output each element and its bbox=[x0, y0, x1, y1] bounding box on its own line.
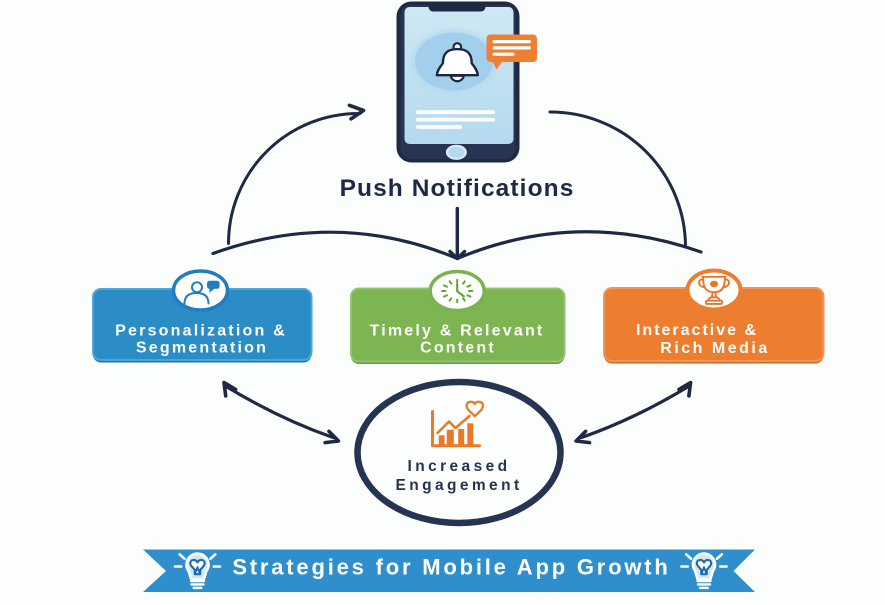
svg-text:Rich Media: Rich Media bbox=[660, 340, 769, 357]
svg-text:Strategies for Mobile App Grow: Strategies for Mobile App Growth bbox=[232, 555, 670, 580]
svg-text:Segmentation: Segmentation bbox=[136, 340, 268, 357]
svg-text:Content: Content bbox=[420, 340, 496, 357]
svg-text:Interactive &: Interactive & bbox=[636, 322, 758, 339]
svg-text:Push Notifications: Push Notifications bbox=[340, 175, 575, 202]
svg-text:Timely & Relevant: Timely & Relevant bbox=[370, 323, 545, 340]
svg-text:Increased: Increased bbox=[408, 458, 511, 475]
svg-text:Personalization &: Personalization & bbox=[115, 323, 287, 340]
svg-text:Engagement: Engagement bbox=[395, 477, 522, 494]
